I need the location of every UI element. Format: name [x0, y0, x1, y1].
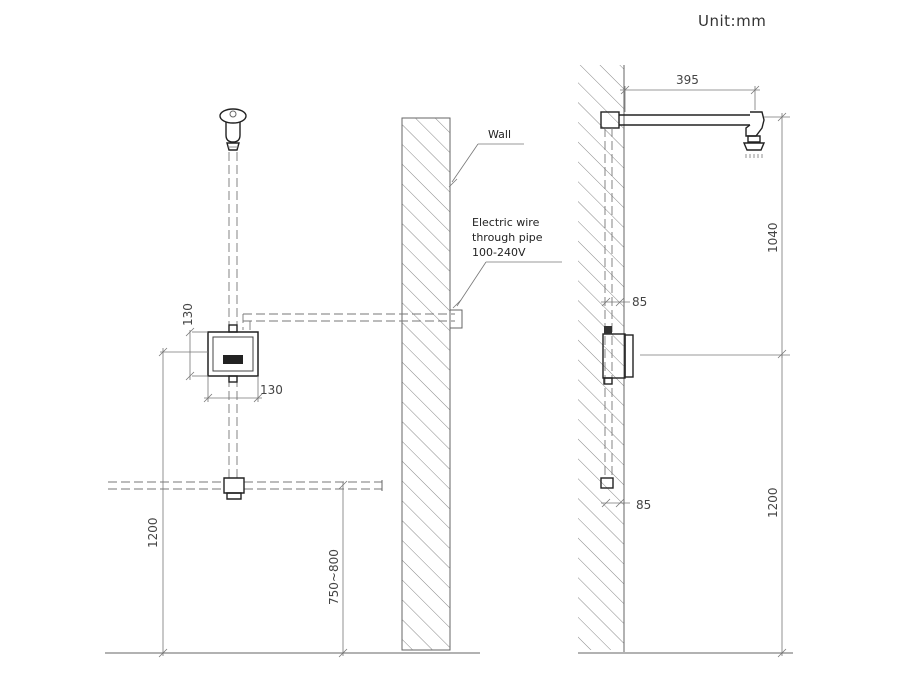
dim-side-1040-label: 1040: [766, 222, 780, 253]
dim-front-750-800: 750~800: [327, 480, 348, 658]
wire-conduit: [242, 309, 463, 330]
side-arm-pipe: [600, 111, 766, 158]
supply-pipe: [108, 477, 383, 500]
wire-label-line3: 100-240V: [472, 246, 526, 259]
dim-box-width: 130: [203, 376, 283, 403]
dim-side-85-top-label: 85: [632, 295, 647, 309]
wire-callout: Electric wire through pipe 100-240V: [452, 216, 562, 309]
shower-head-icon: [219, 108, 247, 151]
wall-callout: Wall: [448, 128, 524, 188]
dim-side-1200-label: 1200: [766, 487, 780, 518]
vertical-pipe: [228, 152, 238, 478]
dim-box-width-label: 130: [260, 383, 283, 397]
side-wall-section: [578, 65, 625, 652]
dim-side-85-bottom-label: 85: [636, 498, 651, 512]
wire-label-line1: Electric wire: [472, 216, 540, 229]
wire-label-line2: through pipe: [472, 231, 543, 244]
dim-front-1200-label: 1200: [146, 517, 160, 548]
sensor-window: [223, 355, 243, 364]
dim-side-395-label: 395: [676, 73, 699, 87]
wall-label: Wall: [488, 128, 511, 141]
dim-side-85-bottom: 85: [601, 498, 651, 512]
side-control-box: [602, 326, 634, 385]
dim-side-85-top: 85: [601, 295, 647, 309]
dim-side-1200: 1200: [640, 354, 790, 658]
dim-front-1200: 1200: [146, 347, 208, 658]
dim-side-395: 395: [620, 73, 760, 112]
unit-label: Unit:mm: [698, 12, 766, 30]
dim-front-750-800-label: 750~800: [327, 549, 341, 605]
dim-box-height: 130: [181, 303, 208, 381]
side-view: 395 1040 1200 85 85: [578, 65, 793, 658]
control-box: [207, 324, 259, 383]
dim-side-1040: 1040: [764, 112, 790, 359]
dim-box-height-label: 130: [181, 303, 195, 326]
wall-section: [401, 117, 451, 651]
front-view: 130 130 1200: [105, 108, 562, 658]
